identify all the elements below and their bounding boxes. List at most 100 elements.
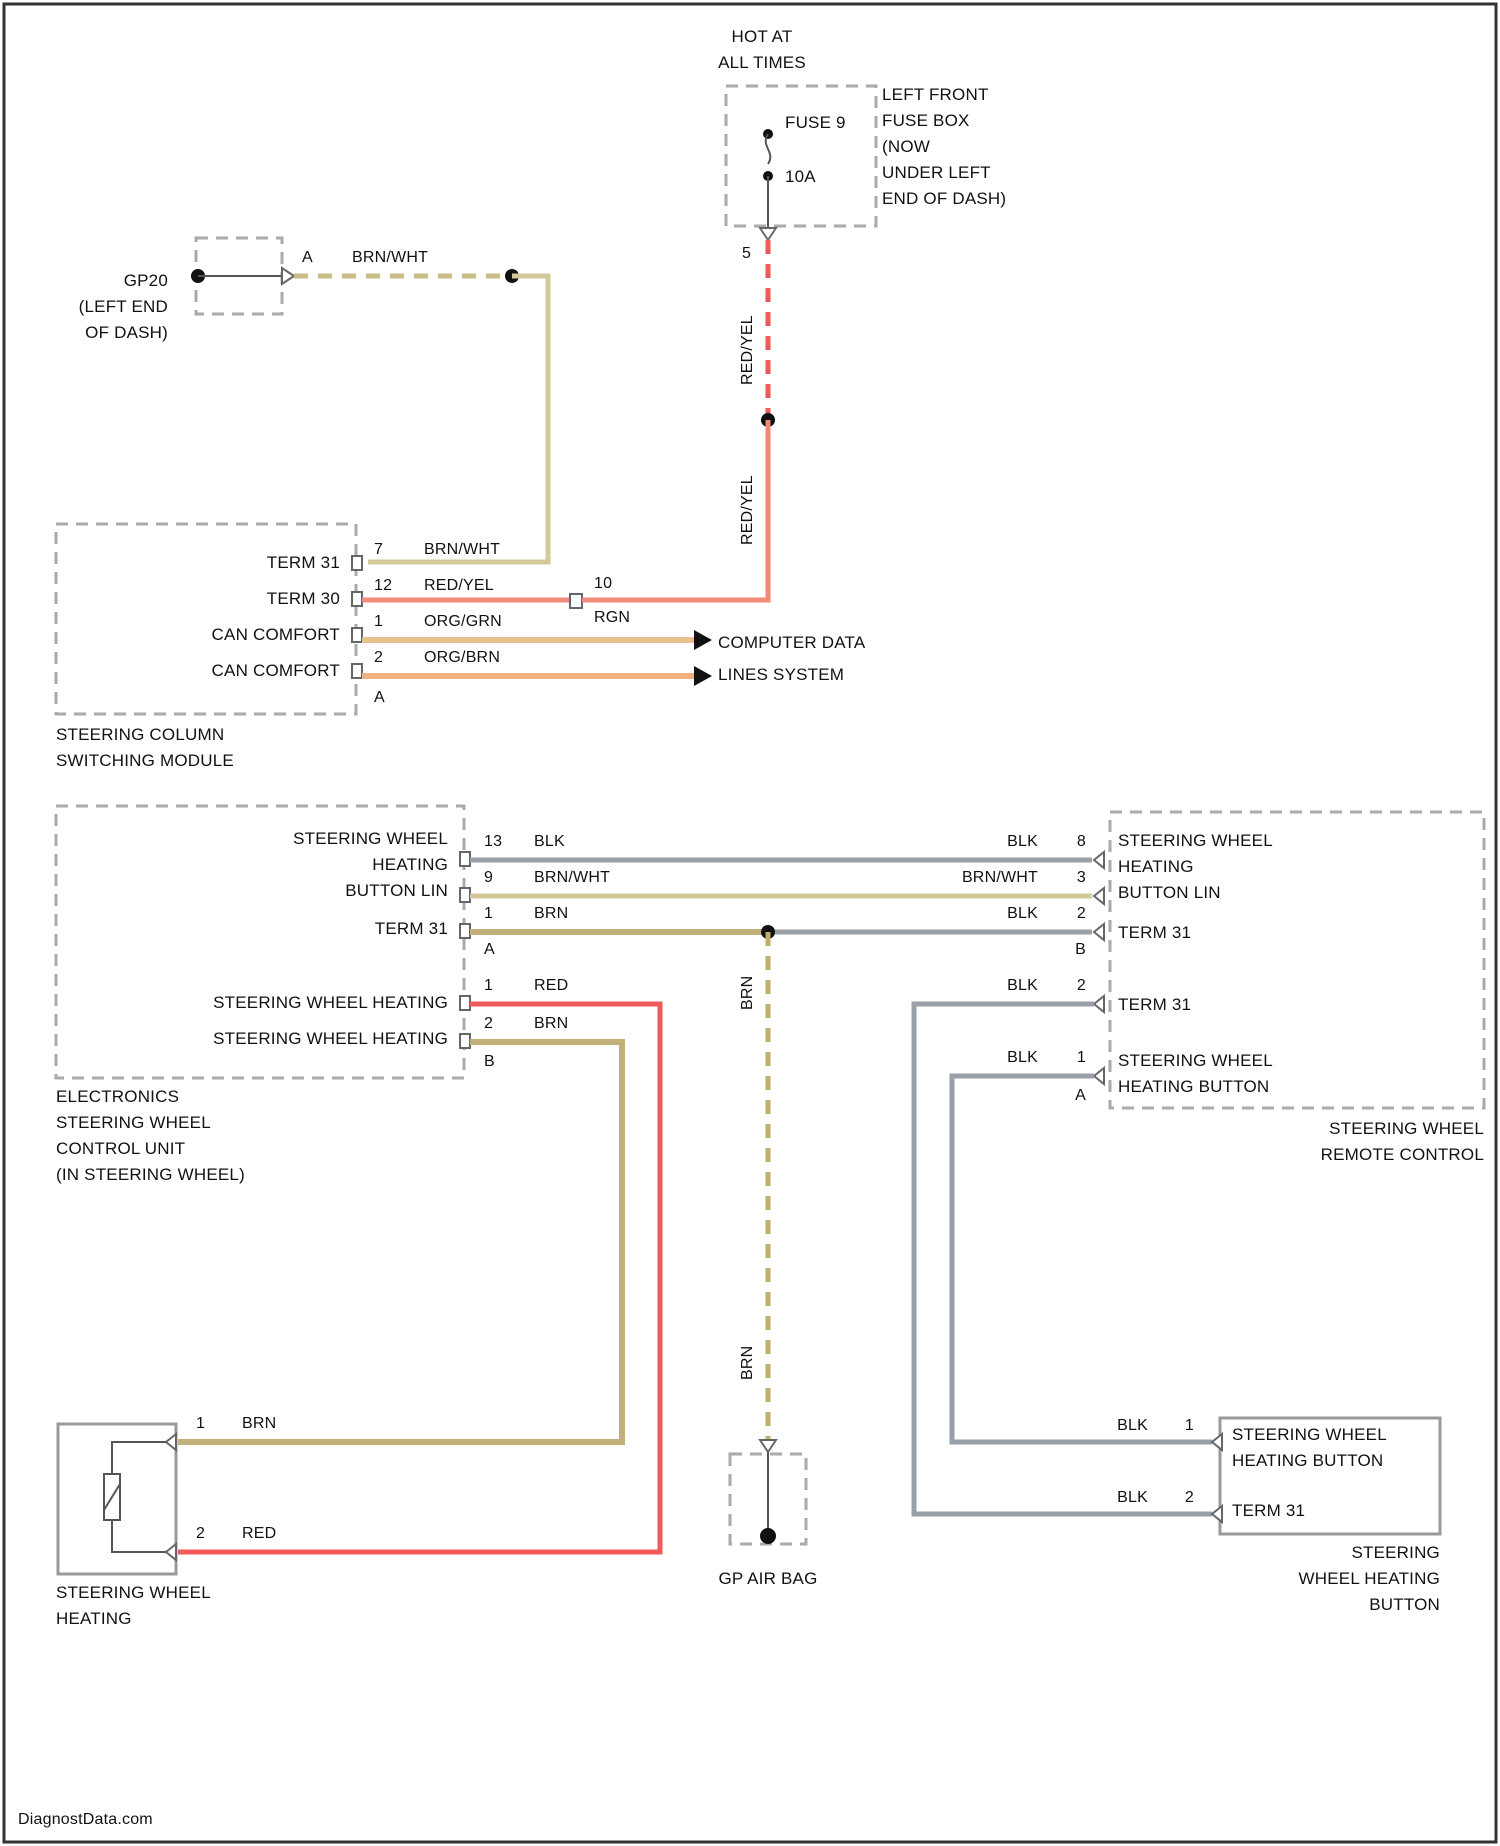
eswcu-pin-9 (460, 888, 470, 902)
gp20-wire-label: BRN/WHT (352, 249, 428, 266)
eswcu-wire-label-9: BRN/WHT (534, 869, 610, 886)
remote-pin-num-2: 2 (1077, 905, 1086, 922)
scm-pin-num-2: 2 (374, 649, 383, 666)
eswcu-pin-num-1a: 1 (484, 905, 493, 922)
inline-connector-10 (570, 594, 582, 608)
heater-name-line2: HEATING (56, 1609, 132, 1628)
eswcu-label-heat1: STEERING WHEEL HEATING (213, 993, 448, 1012)
remote-wire-label-2a: BLK (1007, 977, 1038, 994)
fuse-box-line5: END OF DASH) (882, 189, 1006, 208)
eswcu-wire-label-1a: BRN (534, 905, 568, 922)
button-name-line3: BUTTON (1369, 1595, 1440, 1614)
heater-resistor-slash (104, 1484, 120, 1510)
button-pin-num-1: 1 (1185, 1417, 1194, 1434)
button-pin-2 (1212, 1506, 1222, 1522)
remote-label-btn1: STEERING WHEEL (1118, 1051, 1273, 1070)
scm-pin-num-1: 1 (374, 613, 383, 630)
eswcu-pin-2b (460, 1034, 470, 1048)
heater-pin-1 (166, 1434, 176, 1450)
gp20-pin: A (302, 249, 313, 266)
scm-wire-label-12: RED/YEL (424, 577, 494, 594)
scm-name-line1: STEERING COLUMN (56, 725, 224, 744)
eswcu-name-line2: STEERING WHEEL (56, 1113, 211, 1132)
heater-pin-num-2: 2 (196, 1525, 205, 1542)
button-pin-1 (1212, 1434, 1222, 1450)
heater-lead-bottom (112, 1520, 166, 1552)
button-wire-label-1: BLK (1117, 1417, 1148, 1434)
eswcu-wire-label-2b: BRN (534, 1015, 568, 1032)
remote-pin-num-3: 3 (1077, 869, 1086, 886)
button-label-btn2: HEATING BUTTON (1232, 1451, 1383, 1470)
wire-blk-heating-button (952, 1076, 1212, 1442)
center-wire-label-lower: BRN (739, 1346, 756, 1380)
scm-pin-label-can2: CAN COMFORT (212, 661, 340, 680)
eswcu-label-swh3: BUTTON LIN (345, 881, 448, 900)
wire-label-red-yel-upper: RED/YEL (739, 315, 756, 385)
remote-pin-num-8: 8 (1077, 833, 1086, 850)
fuse-box-line4: UNDER LEFT (882, 163, 991, 182)
button-label-term31: TERM 31 (1232, 1501, 1305, 1520)
eswcu-conn-a: A (484, 941, 495, 958)
remote-label-swh3: BUTTON LIN (1118, 883, 1221, 902)
gp20-connector-pin (282, 268, 294, 284)
scm-pin-12 (352, 592, 362, 606)
remote-label-swh1: STEERING WHEEL (1118, 831, 1273, 850)
scm-pin-2 (352, 664, 362, 678)
fuse-label: FUSE 9 (785, 113, 846, 132)
wire-red-heating (178, 1004, 660, 1552)
button-name-line1: STEERING (1351, 1543, 1440, 1562)
arrow-label-lines-system: LINES SYSTEM (718, 665, 844, 684)
wire-label-red-yel-lower: RED/YEL (739, 475, 756, 545)
arrow-lines-system (694, 666, 712, 686)
heater-lead-top (112, 1442, 166, 1474)
eswcu-pin-num-1b: 1 (484, 977, 493, 994)
fuse-box-line2: FUSE BOX (882, 111, 970, 130)
remote-name-line2: REMOTE CONTROL (1321, 1145, 1484, 1164)
remote-wire-label-8: BLK (1007, 833, 1038, 850)
fuse-rating: 10A (785, 167, 816, 186)
scm-wire-label-1: ORG/GRN (424, 613, 502, 630)
remote-wire-label-2: BLK (1007, 905, 1038, 922)
scm-pin-7 (352, 556, 362, 570)
eswcu-name-line4: (IN STEERING WHEEL) (56, 1165, 245, 1184)
fuse-box (726, 86, 876, 226)
heater-pin-num-1: 1 (196, 1415, 205, 1432)
button-wire-label-2: BLK (1117, 1489, 1148, 1506)
scm-pin-1 (352, 628, 362, 642)
inline-pin-10: 10 (594, 575, 612, 592)
wire-brn-wht-term31 (368, 276, 548, 562)
remote-pin-1a (1094, 1068, 1104, 1084)
remote-name-line1: STEERING WHEEL (1329, 1119, 1484, 1138)
fuse-pin-number: 5 (742, 245, 751, 262)
power-header-line1: HOT AT (731, 27, 792, 46)
gp20-line3: OF DASH) (85, 323, 168, 342)
inline-label-rgn: RGN (594, 609, 630, 626)
eswcu-label-term31: TERM 31 (375, 919, 448, 938)
remote-conn-b: B (1075, 941, 1086, 958)
eswcu-pin-1b (460, 996, 470, 1010)
eswcu-pin-num-13: 13 (484, 833, 502, 850)
scm-pin-label-term31: TERM 31 (267, 553, 340, 572)
remote-conn-a: A (1075, 1087, 1086, 1104)
airbag-ground-label: GP AIR BAG (718, 1569, 817, 1588)
arrow-label-computer-data: COMPUTER DATA (718, 633, 866, 652)
gp20-line2: (LEFT END (79, 297, 168, 316)
heater-name-line1: STEERING WHEEL (56, 1583, 211, 1602)
eswcu-label-heat2: STEERING WHEEL HEATING (213, 1029, 448, 1048)
watermark: DiagnostData.com (18, 1811, 153, 1828)
eswcu-name-line3: CONTROL UNIT (56, 1139, 185, 1158)
diagram-frame (4, 4, 1496, 1842)
eswcu-wire-label-1b: RED (534, 977, 568, 994)
remote-pin-8 (1094, 852, 1104, 868)
scm-pin-num-7: 7 (374, 541, 383, 558)
heater-wire-label-1: BRN (242, 1415, 276, 1432)
remote-pin-3 (1094, 888, 1104, 904)
remote-pin-num-2a: 2 (1077, 977, 1086, 994)
eswcu-conn-b: B (484, 1053, 495, 1070)
eswcu-wire-label-13: BLK (534, 833, 565, 850)
scm-pin-label-term30: TERM 30 (267, 589, 340, 608)
heater-pin-2 (166, 1544, 176, 1560)
scm-wire-label-2: ORG/BRN (424, 649, 500, 666)
remote-label-btn2: HEATING BUTTON (1118, 1077, 1269, 1096)
